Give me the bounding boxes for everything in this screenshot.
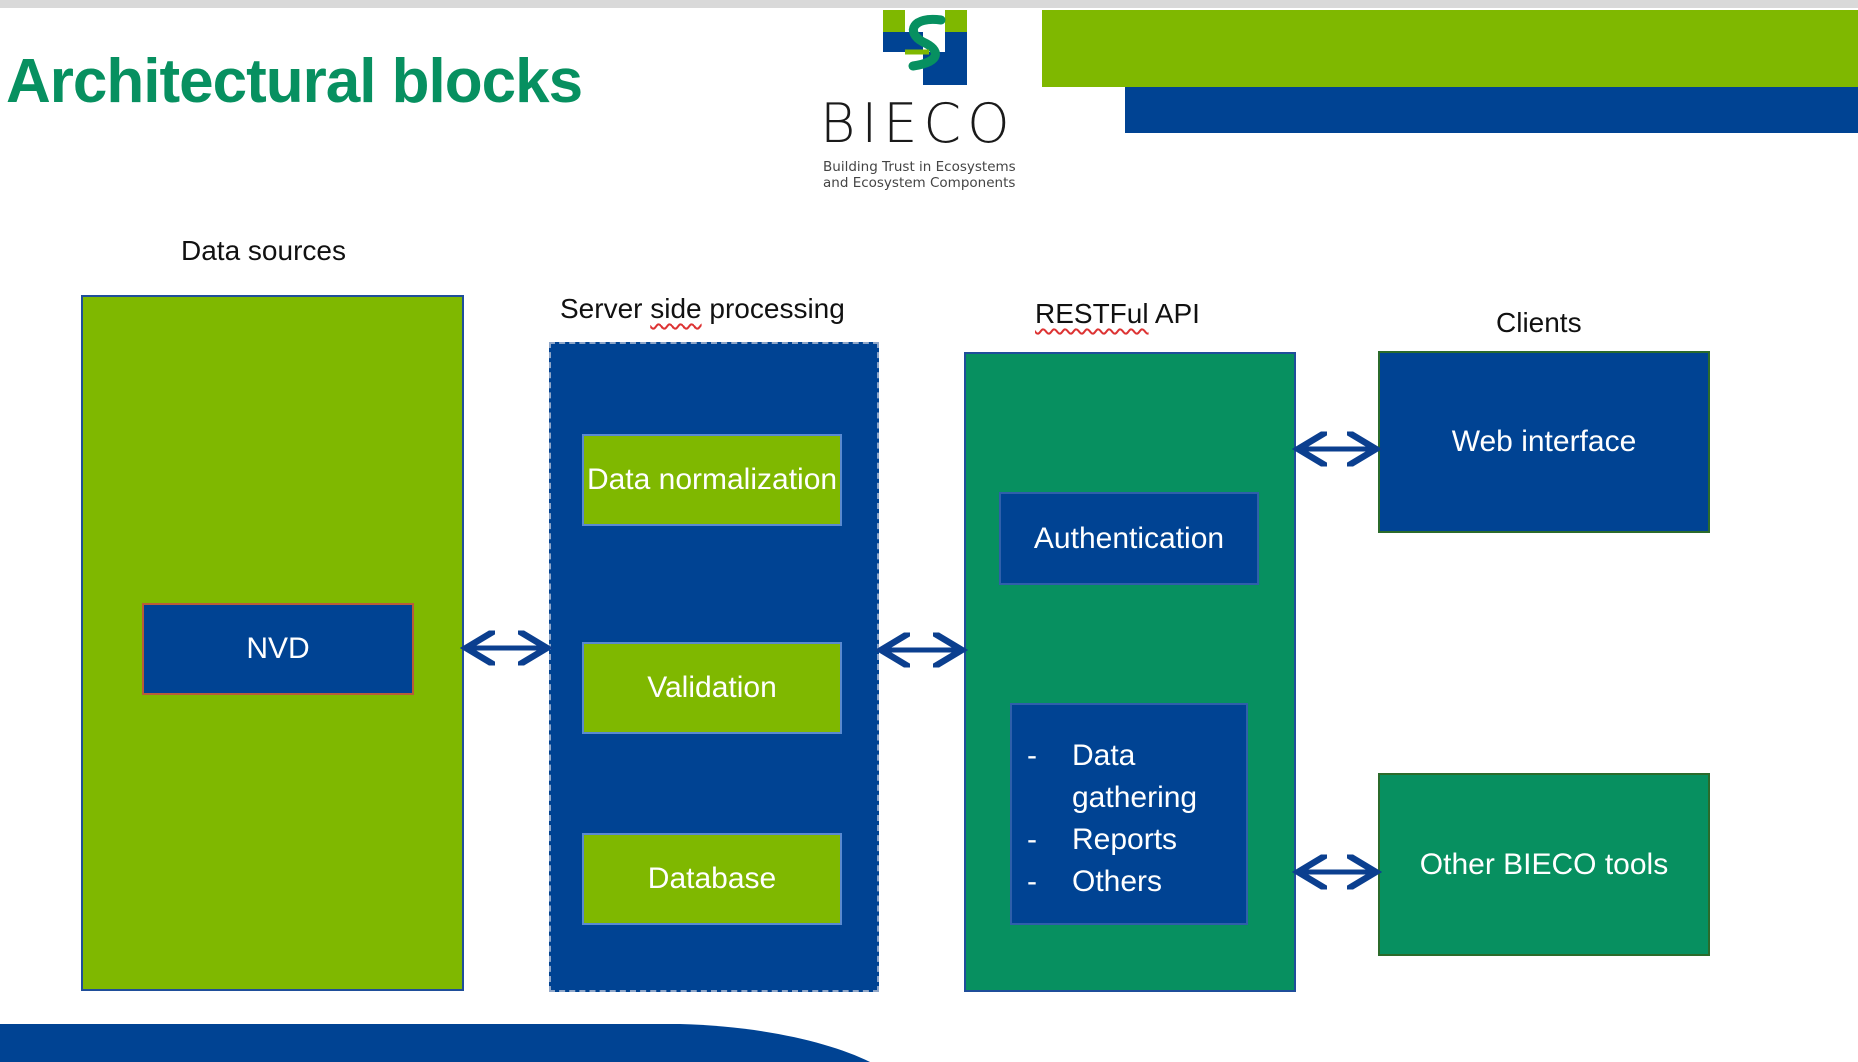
- label-server-side-processing: Server side processing: [560, 292, 845, 326]
- top-border: [0, 0, 1858, 8]
- operation-label: Others: [1072, 865, 1163, 898]
- bullet-dash: -: [1027, 823, 1037, 856]
- nvd-block: NVD: [142, 603, 414, 695]
- label-restful-word: RESTFul: [1035, 298, 1149, 329]
- other-bieco-tools-block: Other BIECO tools: [1378, 773, 1710, 956]
- header-green-band: [1042, 10, 1858, 87]
- bullet-dash: -: [1027, 739, 1037, 772]
- data-normalization-block: Data normalization: [582, 434, 842, 526]
- label-clients: Clients: [1496, 307, 1582, 338]
- label-restful-suffix: API: [1148, 298, 1200, 329]
- web-interface-block: Web interface: [1378, 351, 1710, 533]
- bieco-logo-tagline: Building Trust in Ecosystems and Ecosyst…: [823, 159, 1016, 191]
- tagline-line-1: Building Trust in Ecosystems: [823, 159, 1016, 175]
- database-block: Database: [582, 833, 842, 925]
- footer-swoosh: [0, 1024, 870, 1062]
- bullet-dash: -: [1027, 865, 1037, 898]
- operation-item: - Others: [1012, 861, 1246, 903]
- header-blue-band: [1125, 87, 1858, 133]
- slide-title: Architectural blocks: [6, 47, 583, 116]
- validation-block: Validation: [582, 642, 842, 734]
- operation-item: - Data gathering: [1012, 735, 1246, 819]
- label-server-prefix: Server: [560, 293, 651, 324]
- tagline-line-2: and Ecosystem Components: [823, 175, 1016, 191]
- label-restful-api: RESTFul API: [1035, 297, 1200, 331]
- operation-label: Reports: [1072, 823, 1178, 856]
- label-data-sources: Data sources: [181, 235, 346, 266]
- api-operations-block: - Data gathering - Reports - Others: [1010, 703, 1248, 925]
- bieco-logo-icon: [883, 10, 967, 85]
- label-server-suffix: processing: [701, 293, 845, 324]
- bieco-logo-wordmark: BIECO: [820, 92, 1016, 155]
- label-server-side-word: side: [650, 293, 702, 324]
- operation-item: - Reports: [1012, 819, 1246, 861]
- operation-label: Data gathering: [1072, 739, 1198, 814]
- authentication-block: Authentication: [999, 492, 1259, 585]
